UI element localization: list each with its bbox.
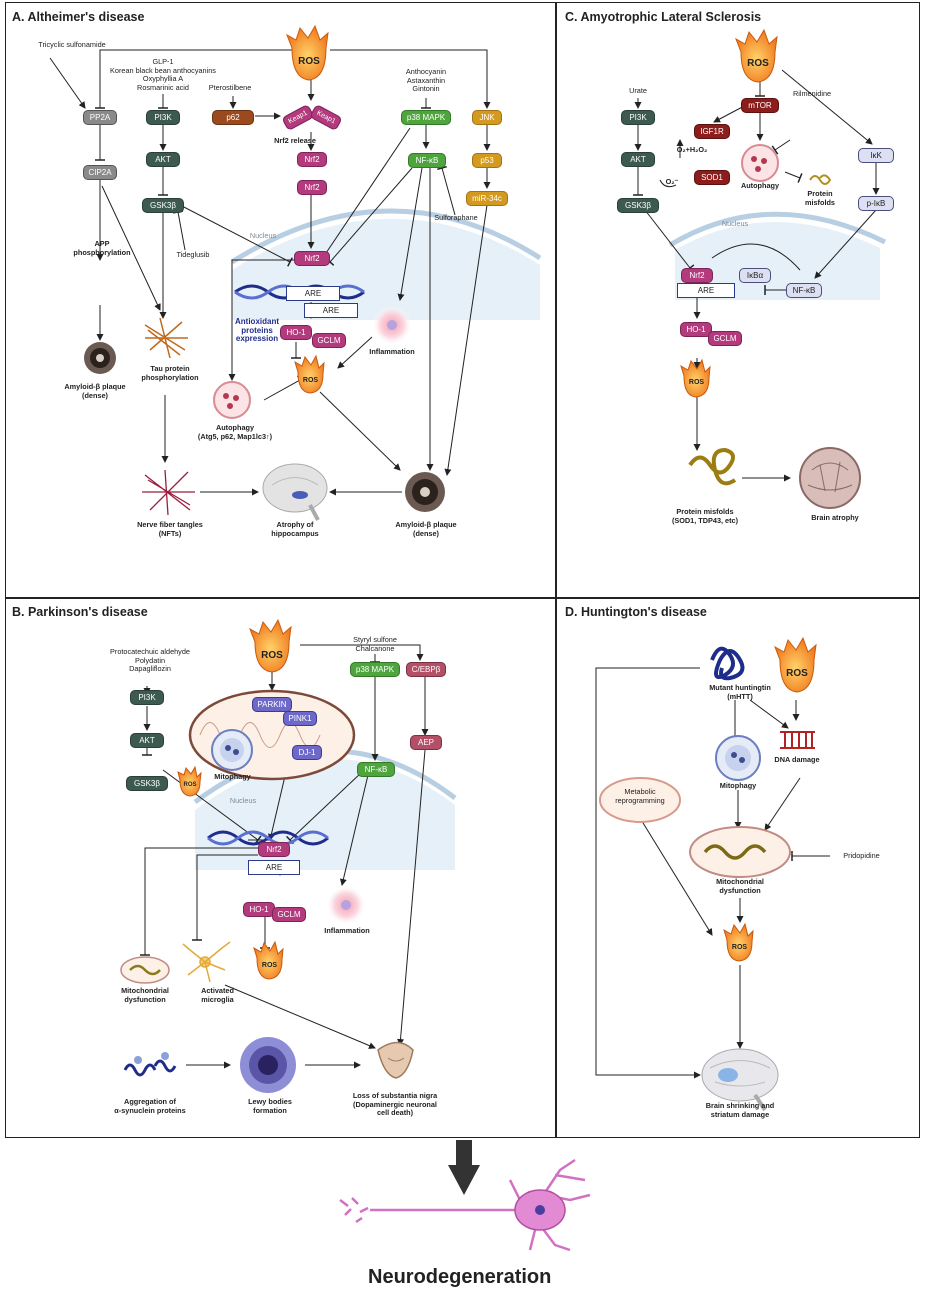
- panel-b-title: B. Parkinson's disease: [12, 605, 148, 619]
- akt-node-b: AKT: [130, 733, 164, 748]
- p53-node: p53: [472, 153, 502, 168]
- gclm-node: GCLM: [312, 333, 346, 348]
- mitophagy-b-label: Mitophagy: [214, 772, 251, 781]
- pp2a-node: PP2A: [83, 110, 117, 125]
- parkin-node: PARKIN: [252, 697, 292, 712]
- brain-shrinking-label: Brain shrinking and striatum damage: [705, 1101, 775, 1119]
- p38-mapk-node-b: p38 MAPK: [350, 662, 400, 677]
- mito-dys-b-label: Mitochondrial dysfunction: [121, 986, 169, 1004]
- tricyclic-label: Tricyclic sulfonamide: [38, 40, 106, 49]
- ho1-node: HO-1: [280, 325, 312, 340]
- p62-node: p62: [212, 110, 254, 125]
- glp-label: GLP-1 Korean black bean anthocyanins Oxy…: [110, 57, 216, 92]
- nucleus-b-label: Nucleus: [229, 796, 257, 805]
- autophagy-a-label: Autophagy (Atg5, p62, Map1lc3↑): [197, 423, 273, 441]
- inflammation-b-label: Inflammation: [324, 926, 370, 935]
- pikb-node: p-IκB: [858, 196, 894, 211]
- panel-d-title: D. Huntington's disease: [565, 605, 707, 619]
- nrf2-release-label: Nrf2 release: [274, 136, 316, 145]
- microglia-label: Activated microglia: [201, 986, 234, 1004]
- autophagy-c-label: Autophagy: [740, 181, 780, 190]
- mito-dys-d-label: Mitochondrial dysfunction: [716, 877, 764, 895]
- nfkb-node: NF-κB: [408, 153, 446, 168]
- ho1-node-b: HO-1: [243, 902, 275, 917]
- inflammation-a-label: Inflammation: [369, 347, 415, 356]
- lewy-label: Lewy bodies formation: [248, 1097, 292, 1115]
- pi3k-node-c: PI3K: [621, 110, 655, 125]
- pi3k-node: PI3K: [146, 110, 180, 125]
- panel-c: [555, 2, 920, 599]
- are-node-c: ARE: [677, 283, 735, 298]
- pterostilbene-label: Pterostilbene: [208, 83, 252, 92]
- tau-label: Tau protein phosphorylation: [141, 364, 199, 382]
- pridopidine-label: Pridopidine: [843, 851, 880, 860]
- akt-node-c: AKT: [621, 152, 655, 167]
- panel-a: [5, 2, 557, 599]
- nucleus-c-label: Nucleus: [721, 219, 749, 228]
- gsk3b-node-c: GSK3β: [617, 198, 659, 213]
- rilmenidine-label: Rilmenidine: [792, 89, 832, 98]
- pink1-node: PINK1: [283, 711, 317, 726]
- nrf2-node-c: Nrf2: [681, 268, 713, 283]
- are-node-1: ARE: [286, 286, 340, 301]
- nrf2-nucleus-node: Nrf2: [294, 251, 330, 266]
- panel-c-title: C. Amyotrophic Lateral Sclerosis: [565, 10, 762, 24]
- nrf2-node-b: Nrf2: [258, 842, 290, 857]
- dna-damage-label: DNA damage: [774, 755, 820, 764]
- jnk-node: JNK: [472, 110, 502, 125]
- sulforaphane-label: Sulforaphane: [434, 213, 478, 222]
- mutant-label: Mutant huntingtin (mHTT): [709, 683, 771, 701]
- atrophy-label: Atrophy of hippocampus: [271, 520, 319, 538]
- antioxidant-label: Antioxidant proteins expression: [235, 317, 279, 344]
- igf1r-node: IGF1R: [694, 124, 730, 139]
- aep-node: AEP: [410, 735, 442, 750]
- nrf2-node-2: Nrf2: [297, 180, 327, 195]
- misfolds-label: Protein misfolds (SOD1, TDP43, etc): [671, 507, 739, 525]
- anthocyanin-label: Anthocyanin Astaxanthin Gintonin: [405, 67, 447, 94]
- cebp-node: C/EBPβ: [406, 662, 446, 677]
- amyloid-label-2: Amyloid-β plaque (dense): [395, 520, 457, 538]
- nucleus-a-label: Nucleus: [249, 231, 277, 240]
- gclm-node-c: GCLM: [708, 331, 742, 346]
- loss-label: Loss of substantia nigra (Dopaminergic n…: [352, 1091, 438, 1118]
- down-arrow: [448, 1140, 480, 1195]
- are-node-2: ARE: [304, 303, 358, 318]
- pi3k-node-b: PI3K: [130, 690, 164, 705]
- app-label: APP phosphorylation: [73, 239, 131, 257]
- p38-mapk-node: p38 MAPK: [401, 110, 451, 125]
- neurodegeneration-title: Neurodegeneration: [368, 1266, 552, 1288]
- panel-a-title: A. Altheimer's disease: [12, 10, 145, 24]
- ho1-node-c: HO-1: [680, 322, 712, 337]
- urate-label: Urate: [629, 86, 647, 95]
- gclm-node-b: GCLM: [272, 907, 306, 922]
- protocatechuic-label: Protocatechuic aldehyde Polydatin Dapagl…: [110, 647, 190, 674]
- panel-b: [5, 597, 557, 1138]
- ikba-node: IκBα: [739, 268, 771, 283]
- ikk-node: IκK: [858, 148, 894, 163]
- nft-label: Nerve fiber tangles (NFTs): [137, 520, 203, 538]
- aggregation-label: Aggregation of α-synuclein proteins: [114, 1097, 186, 1115]
- nrf2-node-1: Nrf2: [297, 152, 327, 167]
- akt-node: AKT: [146, 152, 180, 167]
- styryl-label: Styryl sulfone Chalcanone: [353, 635, 397, 653]
- sod1-node: SOD1: [694, 170, 730, 185]
- nfkb-node-b: NF-κB: [357, 762, 395, 777]
- amyloid-label-1: Amyloid-β plaque (dense): [64, 382, 126, 400]
- brain-atrophy-label: Brain atrophy: [811, 513, 859, 522]
- mitophagy-d-label: Mitophagy: [719, 781, 757, 790]
- gsk3b-node-b: GSK3β: [126, 776, 168, 791]
- nfkb-node-c: NF-κB: [786, 283, 822, 298]
- o2h2o2-label: O₂+H₂O₂: [676, 145, 708, 154]
- tideglusib-label: Tideglusib: [176, 250, 210, 259]
- gsk3b-node: GSK3β: [142, 198, 184, 213]
- are-node-b: ARE: [248, 860, 300, 875]
- misfolds-small-label: Protein misfolds: [804, 189, 835, 207]
- cip2a-node: CIP2A: [83, 165, 117, 180]
- metabolic-label: Metabolic reprogramming: [615, 787, 665, 805]
- mir34c-node: miR-34c: [466, 191, 508, 206]
- dj1-node: DJ-1: [292, 745, 322, 760]
- o2-label: O₂⁻: [665, 177, 679, 186]
- panel-d: [555, 597, 920, 1138]
- mtor-node: mTOR: [741, 98, 779, 113]
